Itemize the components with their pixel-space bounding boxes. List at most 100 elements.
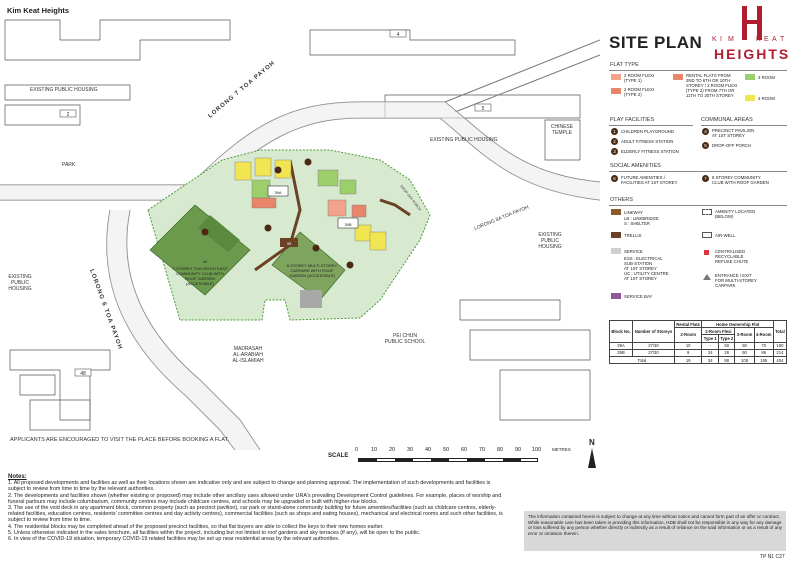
th-block: Block No. bbox=[608, 320, 634, 343]
legend-text: LB : LINKBRIDGE bbox=[624, 216, 659, 221]
legend-service-bay: SERVICE BAY bbox=[624, 294, 653, 299]
scale-tick: 20 bbox=[389, 447, 396, 453]
scale-tick: 30 bbox=[407, 447, 414, 453]
label-madrasah-2: AL-ARABIAH bbox=[233, 352, 263, 358]
blk-39-base bbox=[280, 238, 298, 247]
cell: 60 bbox=[717, 341, 736, 350]
brand-name: HEIGHTS bbox=[714, 46, 791, 62]
legend-linkway-sub: LB : LINKBRIDGE S : SHELTER bbox=[624, 216, 659, 226]
scale-unit: METRES bbox=[552, 447, 571, 452]
scale-tick: 80 bbox=[497, 447, 504, 453]
label-existing-ph-4c: HOUSING bbox=[538, 244, 561, 250]
disclaimer: The information contained herein is subj… bbox=[524, 511, 786, 551]
marker-3-icon: 3 bbox=[611, 148, 618, 155]
cell: 9 bbox=[673, 348, 703, 357]
th-type2: Type 2 bbox=[717, 334, 736, 343]
legend-text: AT 1ST STOREY bbox=[712, 133, 745, 138]
legend-refuse-chute: CENTRALISED RECYCLABLE REFUSE CHUTE bbox=[715, 249, 748, 264]
legend-text: PRECINCT PAVILION bbox=[712, 128, 755, 133]
legend-rental: RENTAL FLATS FROM 2ND TO 6TH OR 10TH STO… bbox=[686, 73, 737, 98]
swatch-service bbox=[611, 248, 621, 254]
brand-letter-4: K bbox=[756, 36, 764, 43]
block-label-48: 48 bbox=[80, 371, 86, 377]
th-storeys: Number of Storeys bbox=[632, 320, 675, 343]
north-arrow-icon: N bbox=[584, 438, 604, 472]
legend-text: ENTRANCE / EXIT bbox=[715, 273, 752, 278]
legend-text: SUB-STATION bbox=[624, 261, 653, 266]
legend-text: (TYPE 1) bbox=[624, 78, 642, 83]
others-heading: OTHERS bbox=[610, 197, 633, 203]
label-existing-ph-4a: EXISTING bbox=[538, 232, 561, 238]
legend-text: CLUB WITH ROOF GARDEN bbox=[712, 180, 769, 185]
refuse-chute-icon bbox=[704, 250, 709, 255]
legend-social-6: FUTURE AMENITIES / FACILITIES AT 1ST STO… bbox=[621, 175, 678, 185]
flat-type-heading: FLAT TYPE bbox=[610, 62, 639, 68]
scale-tick: 70 bbox=[479, 447, 486, 453]
cell: 27/30 bbox=[632, 341, 675, 350]
table-row: 39B 27/30 9 34 26 60 86 214 bbox=[608, 348, 788, 357]
legend-2room-type1: 2 ROOM FLEXI (TYPE 1) bbox=[624, 73, 654, 83]
legend-social-7: 8 STOREY COMMUNITY CLUB WITH ROOF GARDEN bbox=[712, 175, 769, 185]
legend-2room-type2: 2 ROOM FLEXI (TYPE 2) bbox=[624, 87, 654, 97]
communal-heading: COMMUNAL AREAS bbox=[701, 117, 753, 123]
legend-play-2: ADULT FITNESS STATION bbox=[621, 139, 674, 144]
flat-mix-table: Block No. Number of Storeys Rental Flats… bbox=[608, 319, 788, 365]
block-39b bbox=[317, 169, 387, 251]
swatch-linkway bbox=[611, 209, 621, 215]
th-4room: 4-Room bbox=[753, 327, 774, 343]
blk-39b-label: 39B bbox=[344, 222, 351, 227]
legend-4room: 4 ROOM bbox=[758, 96, 775, 101]
th-type1: Type 1 bbox=[701, 334, 719, 343]
marker-2-icon: 2 bbox=[611, 138, 618, 145]
cell: 34 bbox=[701, 355, 719, 365]
legend-text: 2 ROOM FLEXI bbox=[624, 73, 655, 78]
marker-4-icon: 4 bbox=[702, 128, 709, 135]
divider bbox=[701, 125, 787, 126]
reference-code: TP N1 C27 bbox=[760, 554, 785, 560]
legend-text: (TYPE 2) bbox=[624, 92, 642, 97]
legend-text: RECYCLABLE bbox=[715, 254, 744, 259]
note-item: 4. The residential blocks may be complet… bbox=[8, 523, 384, 530]
legend-text: FUTURE AMENITIES / bbox=[621, 175, 665, 180]
map-markers bbox=[201, 158, 354, 269]
community-club-roof bbox=[149, 204, 251, 296]
brand-letter-6: A bbox=[772, 36, 780, 43]
cell: 70 bbox=[753, 341, 774, 350]
play-heading: PLAY FACILITIES bbox=[610, 117, 655, 123]
block-numbers bbox=[59, 29, 492, 377]
blk-40-label: 40 bbox=[203, 259, 208, 264]
label-existing-ph-4b: PUBLIC bbox=[541, 238, 559, 244]
th-total: Total bbox=[772, 320, 788, 343]
brand-letter-2: I bbox=[720, 36, 725, 43]
carpark-entrance-icon bbox=[703, 274, 711, 280]
legend-service-sub: ESS : ELECTRICAL SUB-STATION AT 1ST STOR… bbox=[624, 256, 669, 281]
cell: 404 bbox=[772, 355, 788, 365]
scale-tick: 40 bbox=[425, 447, 432, 453]
carpark-line2: CARPARK WITH ROOF bbox=[290, 268, 334, 273]
label-existing-ph-3a: EXISTING bbox=[8, 274, 31, 280]
marker-1-icon: 1 bbox=[611, 128, 618, 135]
community-club-line1: 7-STOREY TOA PAYOH EAST bbox=[173, 266, 228, 271]
social-heading: SOCIAL AMENITIES bbox=[610, 163, 661, 169]
table-row-total: Total 19 34 86 108 165 404 bbox=[609, 355, 788, 365]
legend-communal-5: DROP-OFF PORCH bbox=[712, 143, 752, 148]
scale-tick: 60 bbox=[461, 447, 468, 453]
brand-letter-1: K bbox=[712, 36, 720, 43]
label-existing-ph-2: EXISTING PUBLIC HOUSING bbox=[430, 137, 498, 143]
community-club-line4: (ACCESSIBLE) bbox=[186, 281, 214, 286]
notes: Notes: 1. All proposed developments and … bbox=[8, 474, 506, 542]
road-label-lorong8: LORONG 8A TOA PAYOH bbox=[474, 204, 531, 232]
air-well-icon bbox=[702, 232, 712, 238]
block-label-2: 2 bbox=[67, 112, 70, 118]
legend-text: UC : UTILITY CENTRE bbox=[624, 271, 669, 276]
cell: 214 bbox=[772, 348, 788, 357]
cell: 60 bbox=[734, 348, 755, 357]
brand-letter-7: T bbox=[780, 36, 788, 43]
legend-text: AMENITY LOCATED bbox=[715, 209, 756, 214]
road-label-lorong7: LORONG 7 TOA PAYOH bbox=[207, 60, 276, 119]
legend-text: AT 1ST STOREY bbox=[624, 266, 657, 271]
project-title: Kim Keat Heights bbox=[7, 6, 70, 15]
community-club-line3: ROOF GARDEN bbox=[185, 276, 215, 281]
label-temple-1: CHINESE bbox=[551, 124, 574, 130]
block-label-5: 5 bbox=[482, 106, 485, 112]
